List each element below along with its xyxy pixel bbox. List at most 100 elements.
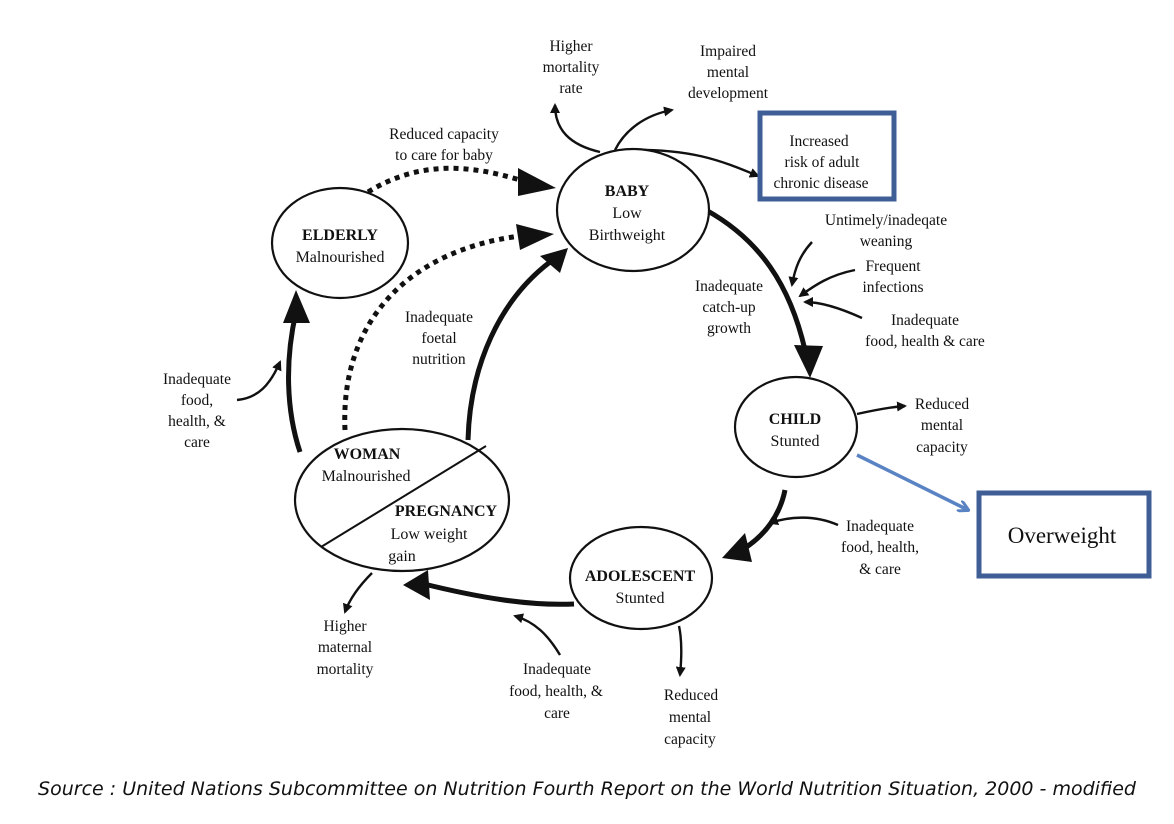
source-caption: Source : United Nations Subcommittee on …: [38, 778, 1136, 800]
child-arrowhead: [794, 345, 823, 378]
inadequate-food-adolescent-label: Inadequate food, health, & care: [509, 661, 603, 722]
woman-to-elderly-arrow: [286, 311, 303, 453]
svg-text:care: care: [544, 705, 570, 722]
svg-text:Higher: Higher: [323, 618, 367, 635]
increased-risk-label: Increased risk of adult chronic disease: [773, 133, 868, 192]
pregnancy-sub-2: gain: [388, 548, 416, 565]
adolescent-sub: Stunted: [616, 590, 665, 607]
infections-in-arrow: [798, 268, 856, 298]
svg-text:Inadequate: Inadequate: [846, 518, 914, 535]
svg-text:to care for baby: to care for baby: [395, 147, 493, 164]
child-to-overweight-arrow: [856, 453, 968, 510]
svg-text:nutrition: nutrition: [412, 351, 466, 368]
baby-title: BABY: [605, 183, 650, 200]
food-baby-in-arrow: [803, 297, 863, 320]
catchup-growth-label: Inadequate catch-up growth: [695, 278, 763, 337]
reduced-mental-adolescent-label: Reduced mental capacity: [664, 687, 718, 748]
stage-nodes: [270, 147, 859, 631]
elderly-arrowhead: [283, 290, 310, 323]
svg-text:food, health,: food, health,: [841, 539, 919, 556]
pregnancy-to-baby-arrow: [465, 260, 552, 441]
svg-text:Inadequate: Inadequate: [891, 312, 959, 329]
svg-text:care: care: [184, 434, 210, 451]
pregnancy-sub-1: Low weight: [391, 526, 468, 543]
child-title: CHILD: [769, 411, 821, 428]
adolescent-node: [568, 525, 714, 631]
woman-to-maternal-mortality-arrow: [342, 572, 373, 614]
svg-text:Higher: Higher: [549, 38, 593, 55]
higher-maternal-mortality-label: Higher maternal mortality: [317, 618, 374, 678]
impaired-mental-label: Impaired mental development: [688, 43, 769, 102]
svg-text:chronic disease: chronic disease: [773, 175, 868, 192]
baby-sub-1: Low: [612, 205, 642, 222]
adolescent-title: ADOLESCENT: [585, 568, 696, 585]
svg-text:food, health, &: food, health, &: [509, 683, 603, 700]
svg-text:rate: rate: [559, 80, 582, 97]
food-child-in-arrow: [768, 515, 839, 527]
elderly-sub: Malnourished: [296, 249, 385, 266]
svg-text:foetal: foetal: [421, 330, 456, 347]
svg-text:maternal: maternal: [318, 639, 372, 656]
adolescent-arrowhead: [722, 533, 752, 562]
svg-text:capacity: capacity: [664, 731, 716, 748]
baby-node: [555, 147, 711, 273]
overweight-box: [976, 490, 1152, 579]
svg-text:Untimely/inadeqate: Untimely/inadeqate: [825, 212, 947, 229]
pregnancy-title: PREGNANCY: [395, 503, 498, 520]
svg-text:Inadequate: Inadequate: [523, 661, 591, 678]
frequent-infections-label: Frequent infections: [862, 258, 923, 296]
svg-text:mortality: mortality: [317, 661, 374, 678]
svg-text:Inadequate: Inadequate: [163, 371, 231, 388]
woman-title: WOMAN: [334, 446, 401, 463]
svg-text:Reduced capacity: Reduced capacity: [389, 126, 499, 143]
cycle-arrowheads: [283, 168, 823, 600]
food-elderly-in-arrow: [236, 360, 282, 402]
woman-pregnancy-divider: [320, 445, 487, 548]
child-sub: Stunted: [771, 433, 820, 450]
inadequate-food-child-label: Inadequate food, health, & care: [841, 518, 919, 578]
svg-text:mortality: mortality: [543, 59, 600, 76]
svg-text:development: development: [688, 85, 769, 102]
woman-to-baby-dotted-arrow: [342, 233, 521, 431]
svg-text:mental: mental: [669, 709, 711, 726]
baby-dotted-arrowhead-2: [516, 224, 554, 250]
adolescent-to-woman-arrow: [419, 580, 575, 607]
woman-arrowhead: [403, 570, 430, 600]
child-node: [733, 375, 859, 479]
to-higher-mortality-arrow: [550, 103, 601, 154]
food-adolescent-in-arrow: [513, 613, 562, 656]
svg-text:mental: mental: [921, 417, 963, 434]
elderly-title: ELDERLY: [302, 227, 378, 244]
overweight-label: Overweight: [1008, 523, 1117, 548]
elderly-to-baby-dotted-arrow: [366, 165, 521, 195]
svg-text:Inadequate: Inadequate: [695, 278, 763, 295]
svg-text:growth: growth: [707, 320, 751, 337]
higher-mortality-label: Higher mortality rate: [543, 38, 600, 97]
reduced-capacity-baby-label: Reduced capacity to care for baby: [389, 126, 499, 164]
baby-dotted-arrowhead-1: [518, 168, 556, 196]
child-to-adolescent-arrow: [743, 489, 788, 551]
weaning-in-arrow: [788, 241, 813, 287]
svg-text:risk of adult: risk of adult: [785, 154, 861, 171]
cycle-arrows: [286, 165, 808, 607]
svg-text:Inadequate: Inadequate: [405, 309, 473, 326]
svg-text:Impaired: Impaired: [700, 43, 756, 60]
svg-text:mental: mental: [707, 64, 749, 81]
baby-arrowhead: [540, 248, 568, 273]
svg-text:Increased: Increased: [789, 133, 849, 150]
svg-text:Reduced: Reduced: [915, 396, 969, 413]
woman-sub: Malnourished: [322, 468, 411, 485]
untimely-weaning-label: Untimely/inadeqate weaning: [825, 212, 947, 250]
child-to-reduced-mental-arrow: [856, 401, 907, 416]
baby-sub-2: Birthweight: [589, 227, 666, 244]
svg-text:weaning: weaning: [860, 233, 913, 250]
svg-text:Reduced: Reduced: [664, 687, 718, 704]
to-impaired-mental-arrow: [613, 106, 674, 151]
svg-text:catch-up: catch-up: [702, 299, 756, 316]
svg-text:infections: infections: [862, 279, 923, 296]
elderly-node: [270, 186, 410, 300]
inadequate-food-baby-label: Inadequate food, health & care: [865, 312, 985, 350]
svg-text:food, health & care: food, health & care: [865, 333, 985, 350]
adolescent-to-reduced-mental-arrow: [675, 625, 686, 677]
svg-text:Frequent: Frequent: [865, 258, 921, 275]
